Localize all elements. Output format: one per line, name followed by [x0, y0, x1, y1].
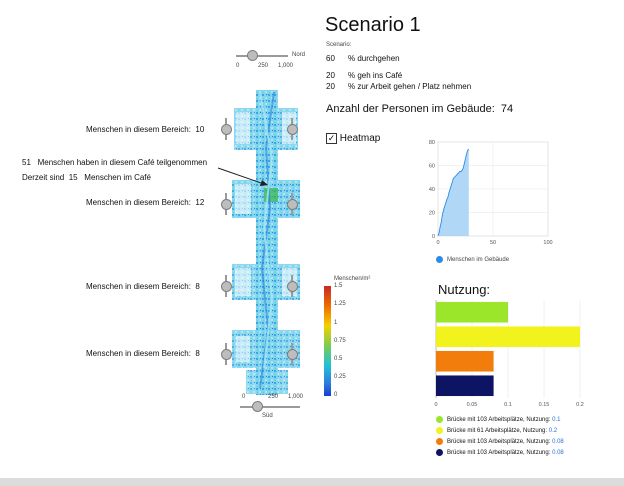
node-3-left-control[interactable] — [220, 275, 232, 297]
node-3-right-control[interactable] — [286, 275, 298, 297]
y-tick-3: 60 — [429, 164, 435, 170]
heatmap-checkbox[interactable]: ✓ — [326, 133, 337, 144]
node-1-right-control[interactable] — [286, 118, 298, 140]
cafe-total: 51 Menschen haben in diesem Café teilgen… — [22, 158, 208, 167]
bar-x-tick-3: 0.15 — [539, 402, 550, 408]
bar-1 — [436, 301, 508, 323]
series-area — [438, 149, 469, 236]
scenario-row-1: 60% durchgehen — [326, 54, 400, 63]
heatmap-colorbar: Menschen/m² 1.5 1.25 1 0.75 0.5 0.25 0 — [320, 276, 370, 402]
nutzung-bar-chart: 0 0.05 0.1 0.15 0.2 — [434, 300, 584, 408]
heatmap-toggle[interactable]: ✓ Heatmap — [326, 133, 380, 144]
people-count: Anzahl der Personen im Gebäude: 74 — [326, 103, 514, 115]
south-tick-0: 0 — [242, 394, 246, 400]
colorbar-tick-3: 0.75 — [334, 338, 346, 344]
node-4-left-control[interactable] — [220, 343, 232, 365]
north-slider-knob[interactable] — [247, 50, 258, 61]
node-4-right-control[interactable] — [286, 343, 298, 365]
map-panel: Nord 0 250 1,000 — [22, 50, 370, 424]
nutzung-legend-row-3: Brücke mit 103 Arbeitsplätze, Nutzung: 0… — [436, 437, 564, 448]
bar-2 — [436, 326, 580, 348]
bar-3 — [436, 350, 494, 372]
scenario-row-2: 20% geh ins Café — [326, 71, 403, 80]
bottom-scrollbar[interactable] — [0, 478, 624, 486]
cafe-current: Derzeit sind 15 Menschen im Café — [22, 173, 151, 182]
scenario-title: Scenario 1 — [325, 14, 421, 36]
heatmap-label: Heatmap — [339, 133, 381, 144]
y-tick-4: 80 — [429, 140, 435, 146]
area-2-count: Menschen in diesem Bereich: 12 — [86, 198, 205, 207]
colorbar-title: Menschen/m² — [334, 276, 371, 282]
nutzung-legend-row-1: Brücke mit 103 Arbeitsplätze, Nutzung: 0… — [436, 415, 564, 426]
area-3-count: Menschen in diesem Bereich: 8 — [86, 282, 200, 291]
colorbar-tick-5: 0.25 — [334, 374, 346, 380]
bar-4 — [436, 375, 494, 397]
nutzung-title: Nutzung: — [438, 282, 491, 297]
node-1-left-control[interactable] — [220, 118, 232, 140]
colorbar-tick-6: 0 — [334, 392, 338, 398]
building-heatmap — [232, 90, 300, 395]
x-tick-2: 100 — [543, 240, 552, 246]
series-line — [437, 148, 470, 237]
x-tick-1: 50 — [490, 240, 496, 246]
nutzung-legend: Brücke mit 103 Arbeitsplätze, Nutzung: 0… — [436, 415, 564, 459]
node-2-right-control[interactable] — [286, 193, 298, 215]
bar-x-tick-4: 0.2 — [576, 402, 584, 408]
y-tick-0: 0 — [432, 234, 435, 240]
bar-x-tick-0: 0 — [434, 402, 437, 408]
north-tick-1: 250 — [258, 63, 269, 69]
cafe-arrow — [217, 167, 268, 186]
nutzung-legend-row-4: Brücke mit 103 Arbeitsplätze, Nutzung: 0… — [436, 448, 564, 459]
colorbar-tick-4: 0.5 — [334, 356, 343, 362]
nutzung-legend-row-2: Brücke mit 61 Arbeitsplätze, Nutzung: 0.… — [436, 426, 564, 437]
colorbar-tick-1: 1.25 — [334, 301, 346, 307]
legend-label: Menschen im Gebäude — [447, 257, 510, 264]
south-slider-knob[interactable] — [252, 401, 263, 412]
legend-dot-blue — [436, 256, 443, 263]
south-slider[interactable]: 0 250 1,000 Süd — [240, 394, 310, 424]
y-tick-2: 40 — [429, 187, 435, 193]
area-chart-legend: Menschen im Gebäude — [436, 256, 509, 263]
south-tick-1: 250 — [268, 394, 279, 400]
people-over-time-chart: 0 20 40 60 80 0 50 100 — [429, 140, 553, 246]
bar-x-tick-2: 0.1 — [504, 402, 512, 408]
south-label: Süd — [262, 413, 273, 419]
scenario-row-3: 20% zur Arbeit gehen / Platz nehmen — [326, 82, 472, 91]
x-tick-0: 0 — [436, 240, 439, 246]
north-slider[interactable]: Nord 0 250 1,000 — [236, 50, 306, 74]
node-2-left-control[interactable] — [220, 193, 232, 215]
scenario-sub: Scenario: — [326, 42, 352, 48]
colorbar-tick-2: 1 — [334, 320, 338, 326]
north-tick-0: 0 — [236, 63, 240, 69]
colorbar-tick-0: 1.5 — [334, 283, 343, 289]
area-4-count: Menschen in diesem Bereich: 8 — [86, 349, 200, 358]
bar-x-tick-1: 0.05 — [467, 402, 478, 408]
north-label: Nord — [292, 52, 306, 58]
south-tick-2: 1,000 — [288, 394, 304, 400]
y-tick-1: 20 — [429, 211, 435, 217]
north-tick-2: 1,000 — [278, 63, 294, 69]
area-1-count: Menschen in diesem Bereich: 10 — [86, 125, 205, 134]
